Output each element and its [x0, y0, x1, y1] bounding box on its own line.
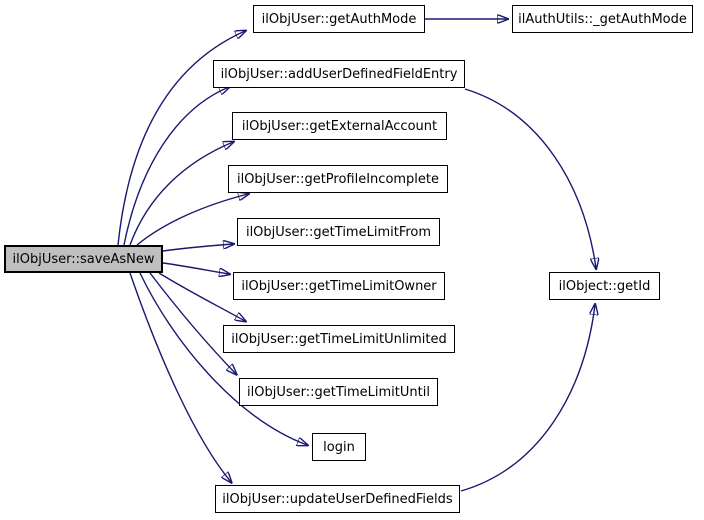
node-getAuthMode[interactable]: ilObjUser::getAuthMode: [253, 5, 425, 33]
node-login[interactable]: login: [312, 433, 366, 461]
edge-saveAsNew-login: [139, 272, 307, 445]
edge-saveAsNew-addUserDefinedFieldEntry: [123, 87, 229, 246]
edge-saveAsNew-getAuthMode: [117, 31, 245, 246]
node-getTimeLimitFrom[interactable]: ilObjUser::getTimeLimitFrom: [237, 218, 440, 246]
node-addUserDefinedFieldEntry[interactable]: ilObjUser::addUserDefinedFieldEntry: [213, 60, 465, 88]
edge-saveAsNew-getExternalAccount: [129, 142, 233, 246]
edge-addUserDefinedFieldEntry-getId: [464, 88, 596, 268]
edge-saveAsNew-getTimeLimitFrom: [162, 244, 233, 252]
node-getProfileIncomplete[interactable]: ilObjUser::getProfileIncomplete: [228, 165, 448, 193]
node-saveAsNew: ilObjUser::saveAsNew: [4, 245, 163, 273]
node-getTimeLimitUnlimited[interactable]: ilObjUser::getTimeLimitUnlimited: [223, 325, 455, 353]
node-updateUserDefinedFields[interactable]: ilObjUser::updateUserDefinedFields: [215, 485, 460, 513]
edge-saveAsNew-getTimeLimitOwner: [162, 262, 229, 274]
edge-updateUserDefinedFields-getId: [460, 305, 595, 492]
node-ilObject-getId[interactable]: ilObject::getId: [549, 272, 660, 300]
node-getTimeLimitOwner[interactable]: ilObjUser::getTimeLimitOwner: [233, 272, 445, 300]
edge-saveAsNew-getTimeLimitUnlimited: [158, 272, 245, 321]
node-getTimeLimitUntil[interactable]: ilObjUser::getTimeLimitUntil: [239, 378, 438, 406]
edge-saveAsNew-updateUserDefinedFields: [129, 272, 231, 482]
node-getExternalAccount[interactable]: ilObjUser::getExternalAccount: [232, 112, 447, 140]
node-ilAuthUtils-getAuthMode[interactable]: ilAuthUtils::_getAuthMode: [512, 5, 693, 33]
edge-saveAsNew-getProfileIncomplete: [136, 194, 248, 246]
edge-saveAsNew-getTimeLimitUntil: [149, 272, 236, 374]
